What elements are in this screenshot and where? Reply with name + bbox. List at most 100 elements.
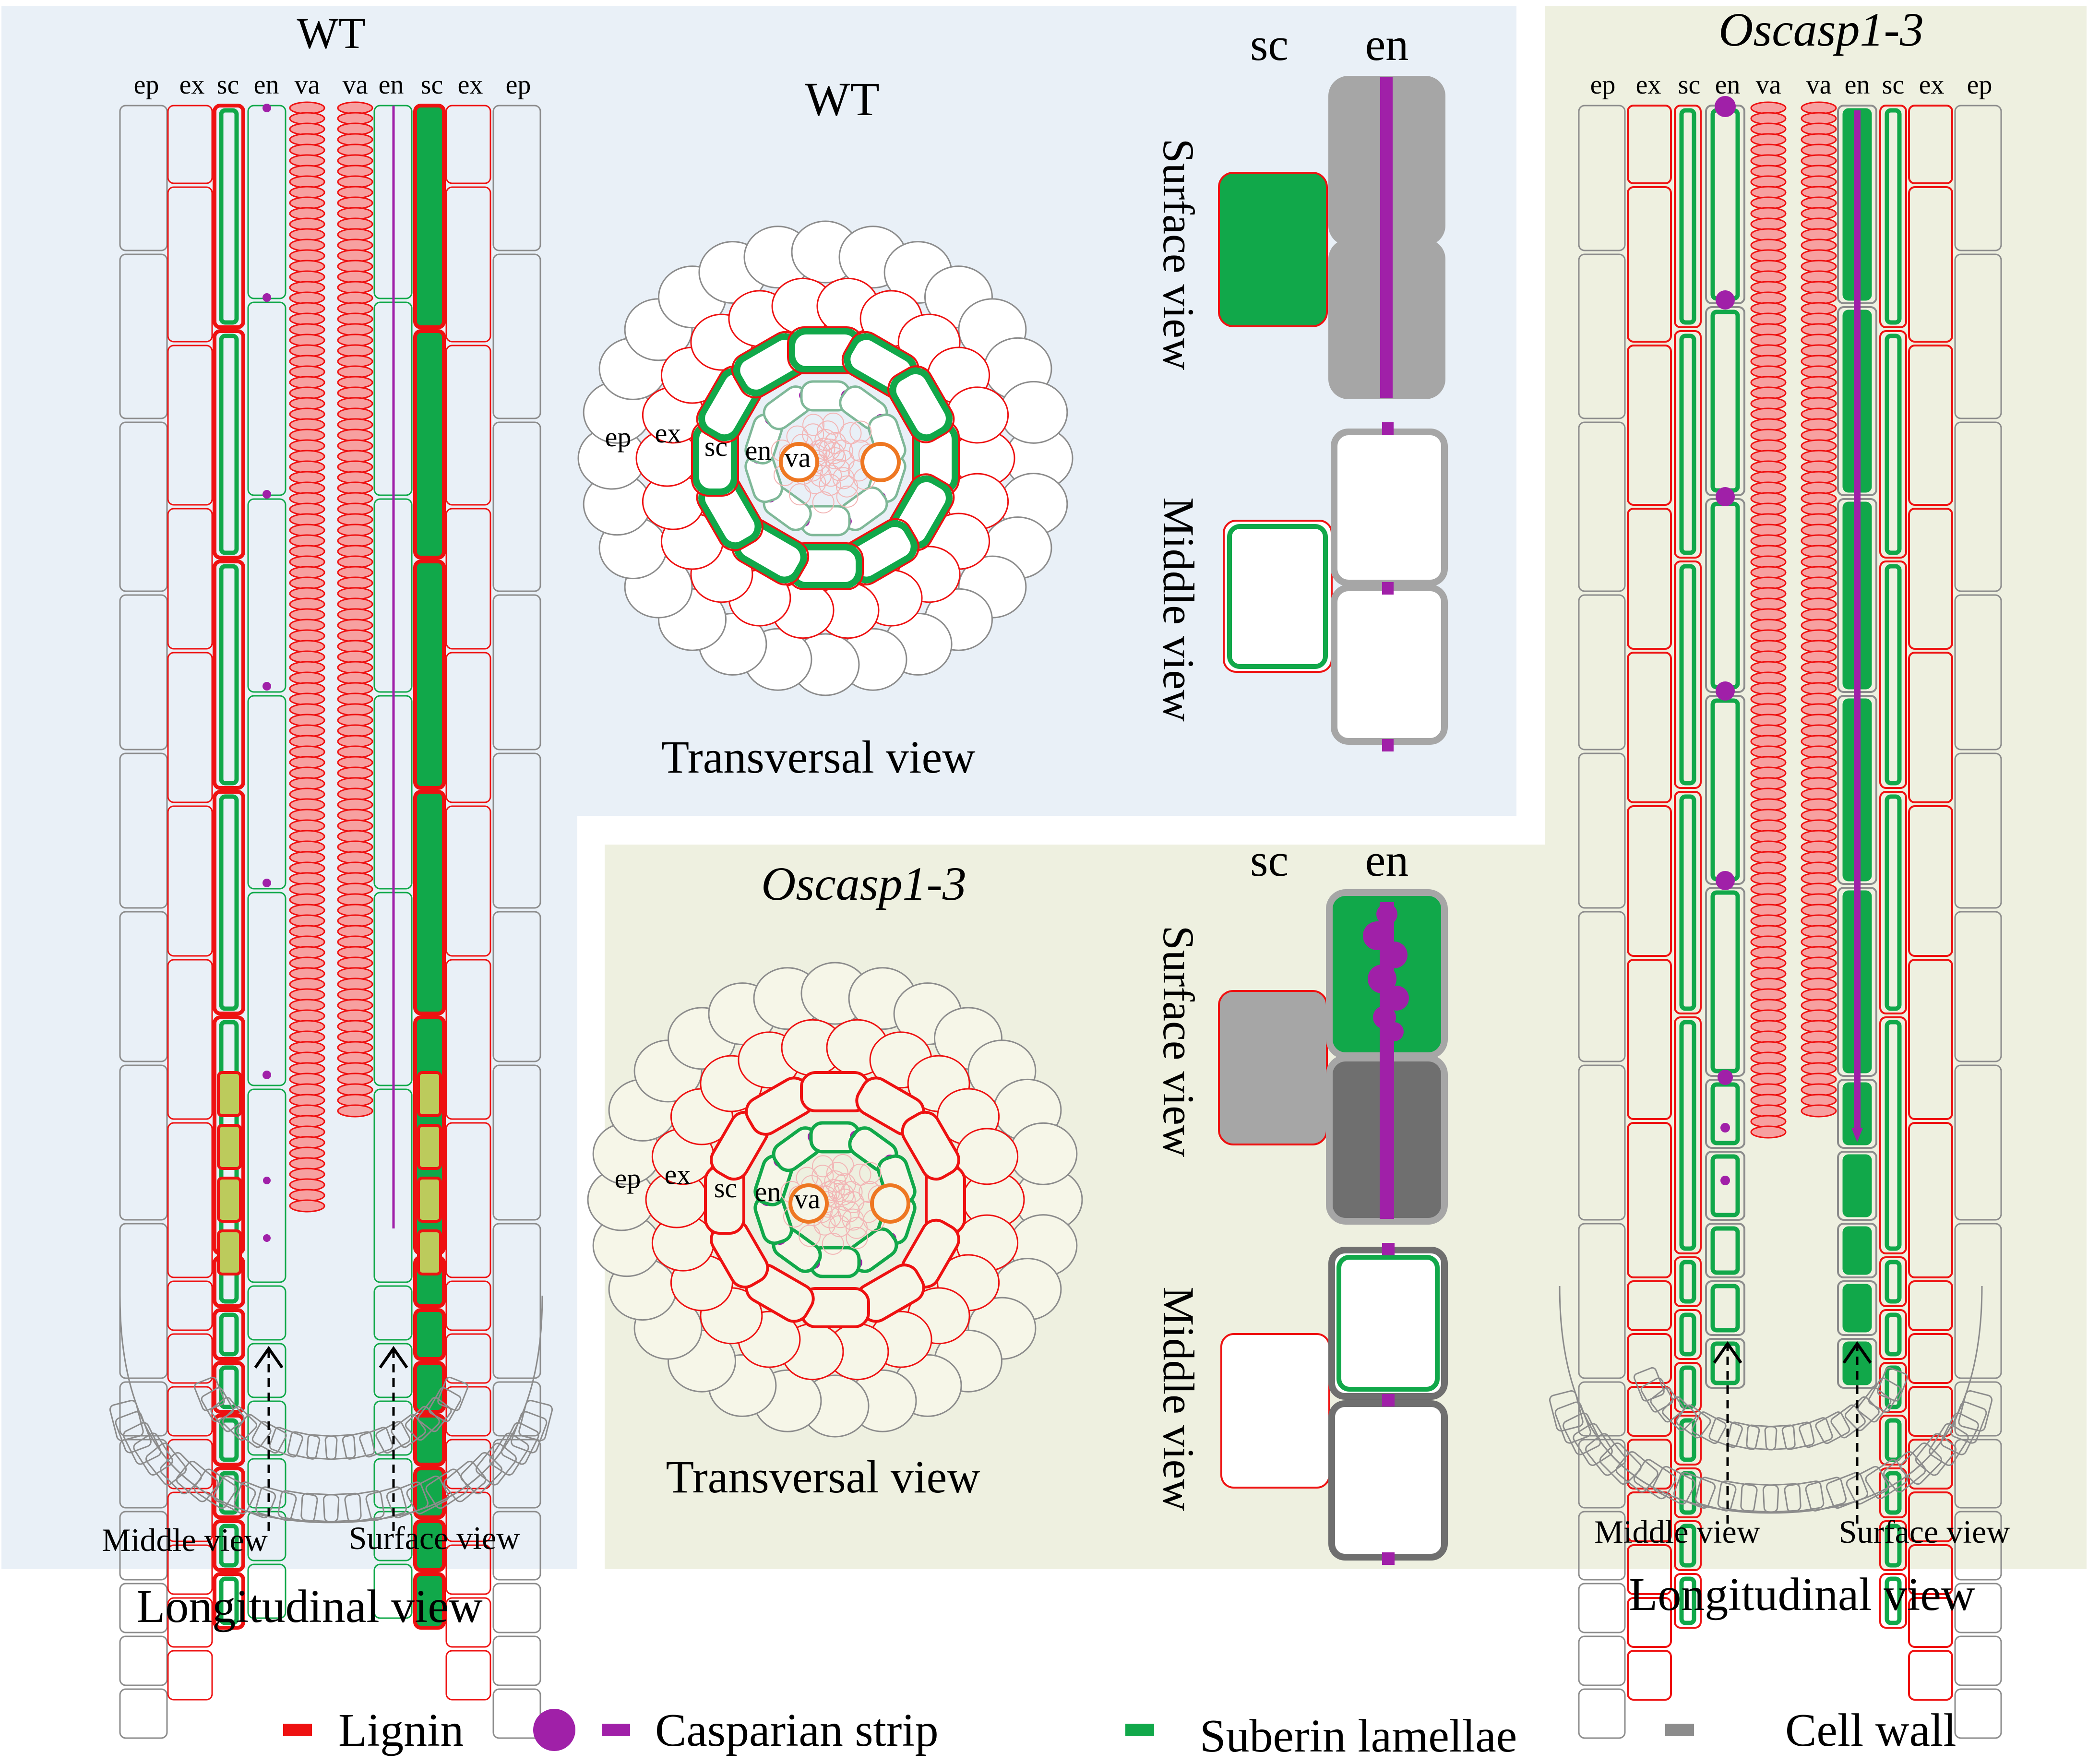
- ex-cell: [1627, 345, 1672, 506]
- vascular-xylem-ring: [1801, 281, 1837, 294]
- en-cell: [373, 1285, 413, 1341]
- sc-cell-suberin: [1679, 1312, 1696, 1357]
- vascular-xylem-ring: [1750, 619, 1787, 632]
- vascular-xylem-ring: [1801, 999, 1837, 1012]
- vascular-xylem-ring: [289, 376, 325, 389]
- vascular-xylem-ring: [289, 935, 325, 949]
- root-cap-cell: [428, 1387, 462, 1422]
- vascular-xylem-ring: [1801, 122, 1837, 136]
- ep-cell: [1578, 594, 1626, 751]
- vascular-xylem-ring: [337, 703, 373, 716]
- sc-cell: [213, 560, 245, 790]
- vascular-xylem-ring: [289, 745, 325, 759]
- sc-cell-suberin: [1885, 1312, 1902, 1357]
- vascular-xylem-ring: [289, 735, 325, 748]
- casparian-strip-section: [1382, 1243, 1395, 1255]
- vascular-xylem-ring: [1750, 555, 1787, 569]
- vascular-xylem-ring: [1801, 798, 1837, 811]
- vascular-xylem-ring: [289, 576, 325, 590]
- ep-cell: [1578, 1439, 1626, 1509]
- vascular-xylem-ring: [337, 597, 373, 611]
- vascular-xylem-ring: [1801, 597, 1837, 611]
- casparian-strip-section: [1382, 1552, 1395, 1565]
- vascular-xylem-ring: [1750, 946, 1787, 959]
- sc-cell-surface: [413, 1572, 446, 1630]
- vascular-xylem-ring: [289, 1083, 325, 1097]
- vascular-xylem-ring: [1801, 312, 1837, 326]
- vascular-xylem-ring: [1801, 882, 1837, 896]
- sc-cell: [1879, 560, 1907, 789]
- sc-cell-surface: [413, 790, 446, 1015]
- vascular-xylem-ring: [289, 270, 325, 284]
- vascular-xylem-ring: [1750, 1041, 1787, 1054]
- sc-cell-suberin: [219, 1471, 239, 1515]
- vascular-xylem-ring: [289, 914, 325, 928]
- view-arrow-head: [254, 1346, 284, 1369]
- vascular-xylem-ring: [337, 334, 373, 347]
- root-cap-cell: [1762, 1483, 1802, 1513]
- vascular-xylem-ring: [289, 407, 325, 421]
- vascular-xylem-ring: [1750, 249, 1787, 262]
- vascular-xylem-ring: [1801, 566, 1837, 579]
- vascular-xylem-ring: [1750, 281, 1787, 294]
- root-cap-cell: [133, 1432, 173, 1476]
- vascular-xylem-ring: [337, 228, 373, 241]
- root-tip-outline: [119, 1295, 543, 1524]
- stele-cell: [812, 1155, 835, 1178]
- vascular-xylem-ring: [337, 1104, 373, 1118]
- vascular-xylem-ring: [1750, 608, 1787, 621]
- sc-cell-surface: [413, 1308, 446, 1361]
- transversal-label-en: en: [755, 1176, 781, 1207]
- vascular-xylem-ring: [337, 1094, 373, 1107]
- wt-middle-view-label: Middle view: [102, 1522, 268, 1558]
- legend: Lignin Casparian strip Suberin lamellae …: [283, 1704, 1957, 1762]
- sc-cell: [1879, 1256, 1907, 1307]
- ex-cell: [445, 1650, 491, 1701]
- vascular-xylem-ring: [337, 872, 373, 885]
- vascular-xylem-ring: [1801, 334, 1837, 347]
- ex-cell: [1908, 1280, 1953, 1331]
- en-cell-suberin: [1710, 1284, 1740, 1333]
- vascular-xylem-ring: [1801, 671, 1837, 685]
- column-label-ep: ep: [134, 70, 159, 100]
- ep-cell: [119, 421, 168, 592]
- root-cap-cell: [236, 1414, 272, 1448]
- sc-cell: [1879, 1467, 1907, 1518]
- column-label-sc: sc: [1882, 70, 1905, 100]
- column-label-ex: ex: [458, 70, 483, 100]
- vascular-xylem-ring: [289, 386, 325, 400]
- vascular-xylem-ring: [1801, 302, 1837, 315]
- root-cap-cell: [1815, 1411, 1850, 1444]
- sc-cell-suberin: [1679, 1260, 1696, 1304]
- wt-transversal-caption: Transversal view: [661, 731, 975, 783]
- vascular-xylem-ring: [1801, 1020, 1837, 1033]
- early-sc-cell: [217, 1229, 242, 1275]
- stele-cell: [802, 414, 825, 436]
- column-label-va: va: [343, 70, 368, 100]
- vascular-xylem-ring: [289, 1073, 325, 1086]
- sc-cell-suberin: [1679, 334, 1696, 555]
- vascular-xylem-ring: [289, 1178, 325, 1192]
- ep-cell: [1578, 1511, 1626, 1581]
- vascular-xylem-ring: [1750, 724, 1787, 738]
- sc-cell-suberin: [219, 794, 239, 1011]
- vascular-xylem-ring: [337, 671, 373, 685]
- root-cap-cell: [489, 1432, 529, 1476]
- ep-cell: [1578, 253, 1626, 419]
- column-label-ex: ex: [1919, 70, 1945, 100]
- en-cell: [1705, 1280, 1745, 1336]
- vascular-xylem-ring: [337, 904, 373, 917]
- en-cell-surface-suberin: [1842, 1284, 1872, 1333]
- vascular-xylem-ring: [289, 840, 325, 854]
- sc-cell: [1879, 1309, 1907, 1360]
- transversal-label-ex: ex: [665, 1159, 691, 1190]
- sc-cell-suberin: [1885, 1020, 1902, 1251]
- vascular-xylem-ring: [1801, 640, 1837, 653]
- vascular-xylem-ring: [1801, 260, 1837, 273]
- vascular-xylem-ring: [1750, 703, 1787, 716]
- vascular-xylem-ring: [1801, 175, 1837, 189]
- vascular-xylem-ring: [337, 196, 373, 210]
- en-cell-surface: [1837, 1280, 1877, 1336]
- casparian-blob: [1384, 1022, 1404, 1041]
- vascular-xylem-ring: [289, 640, 325, 653]
